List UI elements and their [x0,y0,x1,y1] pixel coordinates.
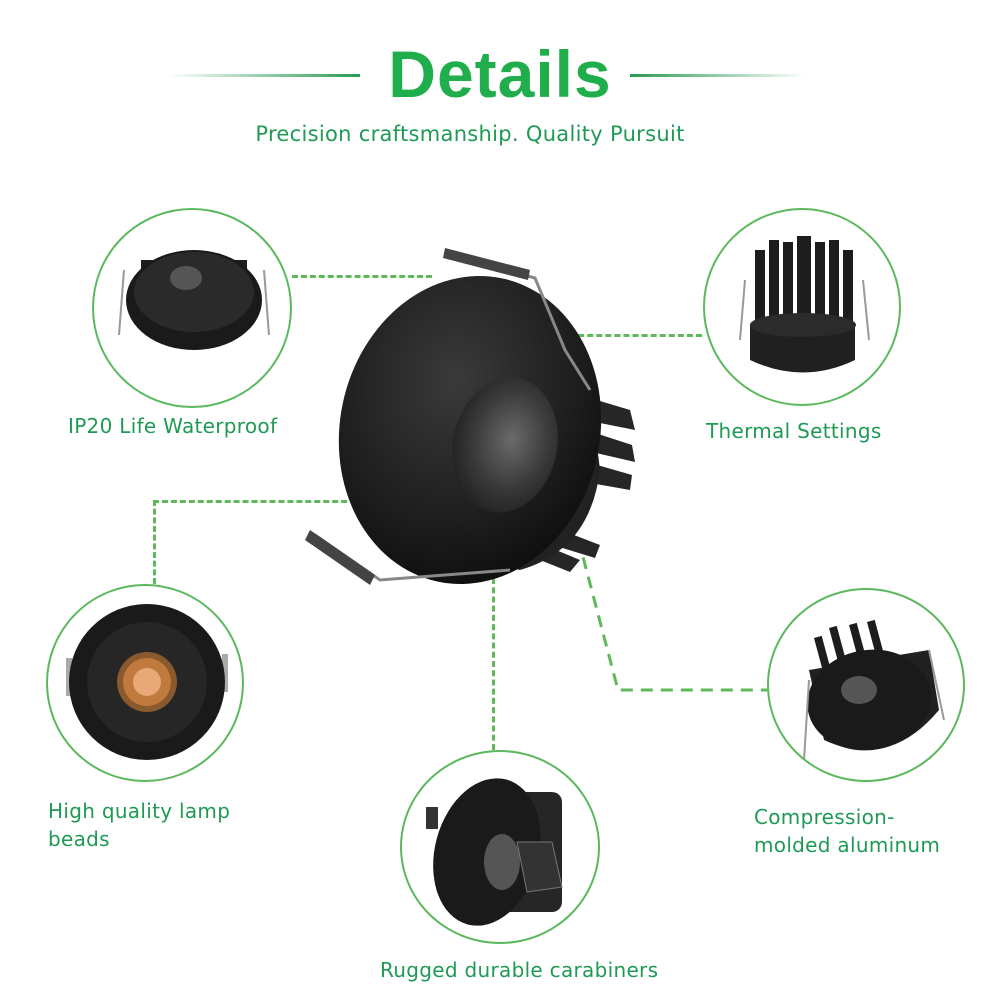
connector-thermal [560,334,702,337]
connector-lamp-beads-v [153,500,156,584]
downlight-heatsink-view-icon [739,236,870,373]
feature-carabiners-circle [400,750,600,944]
feature-thermal-circle [703,208,901,406]
downlight-main-product-icon [305,248,635,585]
feature-carabiners-label: Rugged durable carabiners [380,958,659,982]
feature-aluminum-label-line1: Compression- [754,805,895,829]
title-divider-left [168,74,360,77]
connector-lamp-beads-h [153,500,383,503]
feature-aluminum-label: Compression- molded aluminum [754,803,940,859]
title-divider-right [630,74,806,77]
feature-aluminum-label-line2: molded aluminum [754,833,941,857]
page-subtitle: Precision craftsmanship. Quality Pursuit [255,122,685,146]
feature-lamp-beads-label: High quality lamp beads [48,797,230,853]
feature-lamp-beads-label-line2: beads [48,827,110,851]
feature-lamp-beads-label-line1: High quality lamp [48,799,231,823]
downlight-top-view-lamp-bead-icon [66,604,228,760]
downlight-angled-view-icon [803,619,945,761]
downlight-side-view-icon [426,778,563,926]
feature-lamp-beads-circle [46,584,244,782]
connector-carabiners [492,578,495,750]
feature-waterproof-label: IP20 Life Waterproof [68,414,278,438]
connector-waterproof [292,275,432,278]
feature-aluminum-circle [767,588,965,782]
feature-thermal-label: Thermal Settings [706,419,882,443]
feature-waterproof-circle [92,208,292,408]
page-title: Details [388,37,612,111]
downlight-front-view-icon [118,250,270,350]
